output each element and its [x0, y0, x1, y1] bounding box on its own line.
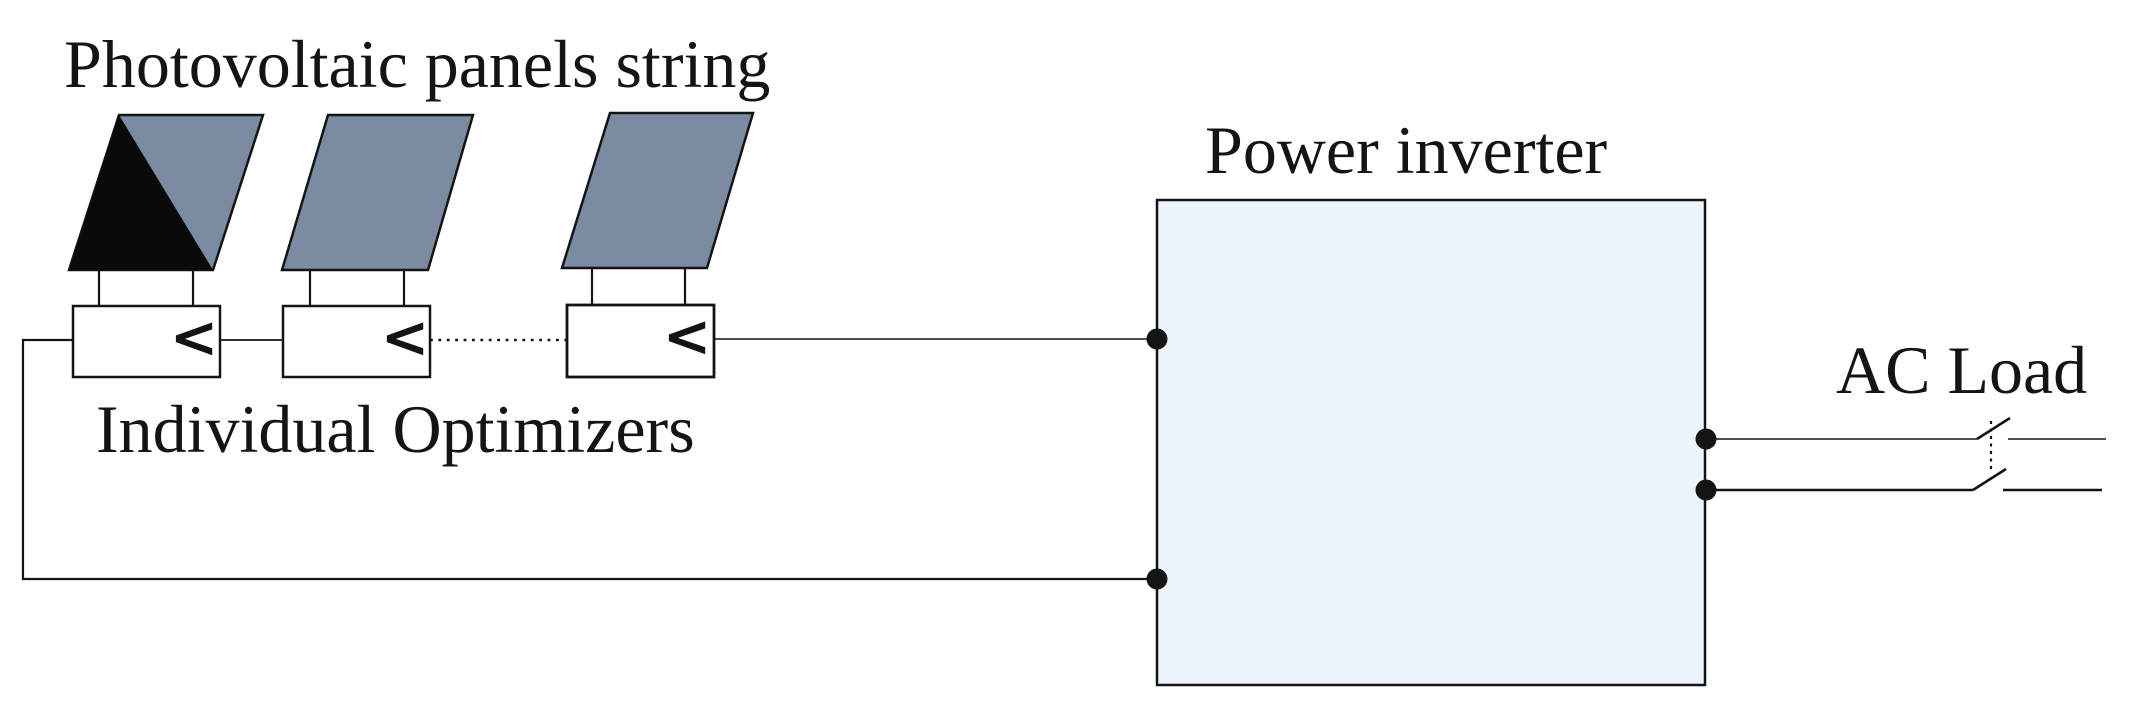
optimizer-chevron-icon: <: [170, 303, 219, 371]
power-inverter: [1146, 198, 1717, 687]
wire-string-return: [21, 338, 1157, 581]
pv-string-title: Photovoltaic panels string: [64, 26, 770, 102]
optimizer-3: <: [565, 302, 716, 379]
optimizer-chevron-icon: <: [381, 303, 430, 371]
optimizer-1: <: [71, 303, 222, 379]
optimizer-box: [281, 304, 432, 379]
connection-node-icon: [1695, 428, 1717, 450]
pv-panel-string: [67, 111, 755, 306]
wiring: [21, 338, 2106, 581]
individual-optimizers: < < <: [71, 302, 716, 379]
optimizer-box: [565, 303, 716, 379]
solar-panel-icon: [560, 111, 755, 270]
optimizer-chevron-icon: <: [663, 302, 712, 370]
solar-panel-2: [280, 113, 475, 306]
switch-blade-bottom: [1972, 467, 2007, 492]
switch-blade-top: [1976, 416, 2011, 441]
inverter-title: Power inverter: [1205, 112, 1608, 188]
connection-node-icon: [1695, 479, 1717, 501]
connection-node-icon: [1146, 568, 1168, 590]
solar-panel-icon: [280, 113, 475, 272]
ac-load-label: AC Load: [1836, 332, 2087, 408]
solar-panel-3: [560, 111, 755, 305]
optimizers-label: Individual Optimizers: [96, 391, 695, 467]
connection-node-icon: [1146, 328, 1168, 350]
optimizer-2: <: [281, 303, 432, 379]
panel-shading-icon: [69, 115, 213, 270]
inverter-box: [1155, 198, 1707, 687]
optimizer-box: [71, 304, 222, 379]
solar-panel-1: [67, 113, 265, 306]
